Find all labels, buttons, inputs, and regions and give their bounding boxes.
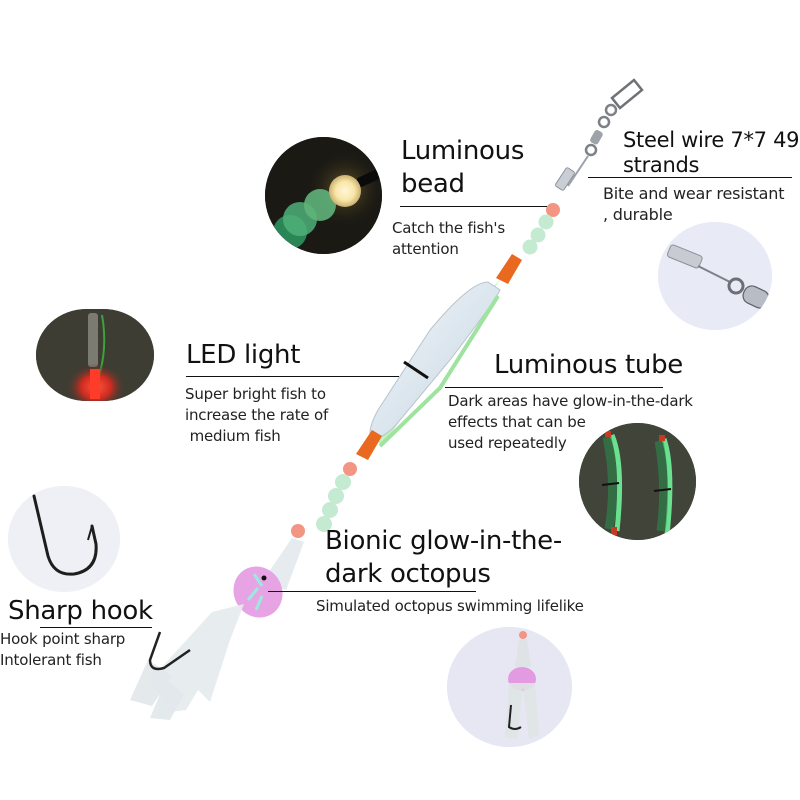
luminous-tube-photo: [579, 423, 696, 540]
luminous-bead-divider: [400, 206, 547, 207]
octopus-divider: [268, 591, 476, 592]
glowing-beads-icon: [265, 137, 382, 254]
luminous-bead-photo: [265, 137, 382, 254]
luminous-tube-description: Dark areas have glow-in-the-dark effects…: [448, 391, 693, 454]
led-light-title: LED light: [186, 340, 301, 370]
swivel-icon: [658, 222, 772, 330]
sharp-hook-photo: [8, 486, 120, 592]
luminous-tube-desc-line1: Dark areas have glow-in-the-dark: [448, 392, 693, 410]
luminous-tube-divider: [445, 387, 663, 388]
octopus-skirt-icon: [130, 538, 304, 720]
led-light-desc-line3: medium fish: [185, 427, 281, 445]
luminous-bead-title-line1: Luminous: [401, 136, 525, 166]
steel-wire-desc-line1: Bite and wear resistant: [603, 184, 785, 203]
luminous-bead-title: Luminous bead: [401, 136, 524, 200]
steel-wire-desc-line2: , durable: [603, 205, 673, 224]
led-light-desc-line1: Super bright fish to: [185, 385, 326, 403]
luminous-tube-title: Luminous tube: [494, 350, 684, 380]
steel-wire-title-line1: Steel wire 7*7 49: [623, 128, 800, 152]
steel-wire-title-line2: strands: [623, 153, 700, 177]
octopus-title: Bionic glow-in-the- dark octopus: [325, 526, 562, 590]
steel-wire-swivel-photo: [658, 222, 772, 330]
octopus-lure-photo: [447, 627, 572, 747]
luminous-tube-desc-line2: effects that can be: [448, 413, 586, 431]
luminous-bead-title-line2: bead: [401, 169, 465, 199]
octopus-lure-icon: [447, 627, 572, 747]
led-light-photo: [36, 309, 154, 401]
steel-wire-title: Steel wire 7*7 49 strands: [623, 128, 800, 178]
orange-sleeve-icon: [496, 254, 522, 284]
sharp-hook-description: Hook point sharp Intolerant fish: [0, 629, 125, 671]
luminous-bead-desc-line1: Catch the fish's: [392, 219, 505, 237]
luminous-bead-desc-line2: attention: [392, 240, 459, 258]
snap-clip-icon: [584, 78, 644, 157]
red-led-icon: [36, 309, 154, 401]
orange-bead-icon: [546, 203, 560, 217]
octopus-title-line2: dark octopus: [325, 559, 491, 589]
steel-wire-divider: [588, 177, 792, 178]
green-glow-tubes-icon: [579, 423, 696, 540]
steel-wire-description: Bite and wear resistant , durable: [603, 183, 784, 225]
sharp-hook-desc-line2: Intolerant fish: [0, 651, 102, 669]
sharp-hook-title: Sharp hook: [8, 596, 153, 626]
octopus-title-line1: Bionic glow-in-the-: [325, 526, 562, 556]
sharp-hook-desc-line1: Hook point sharp: [0, 630, 126, 648]
sharp-hook-divider: [40, 627, 152, 628]
luminous-bead-description: Catch the fish's attention: [392, 218, 505, 260]
octopus-description: Simulated octopus swimming lifelike: [316, 597, 584, 615]
luminous-tube-desc-line3: used repeatedly: [448, 434, 567, 452]
crimp-sleeve-icon: [555, 167, 575, 191]
led-light-divider: [186, 376, 399, 377]
fish-hook-icon: [8, 486, 120, 592]
led-light-description: Super bright fish to increase the rate o…: [185, 384, 328, 447]
led-light-desc-line2: increase the rate of: [185, 406, 329, 424]
